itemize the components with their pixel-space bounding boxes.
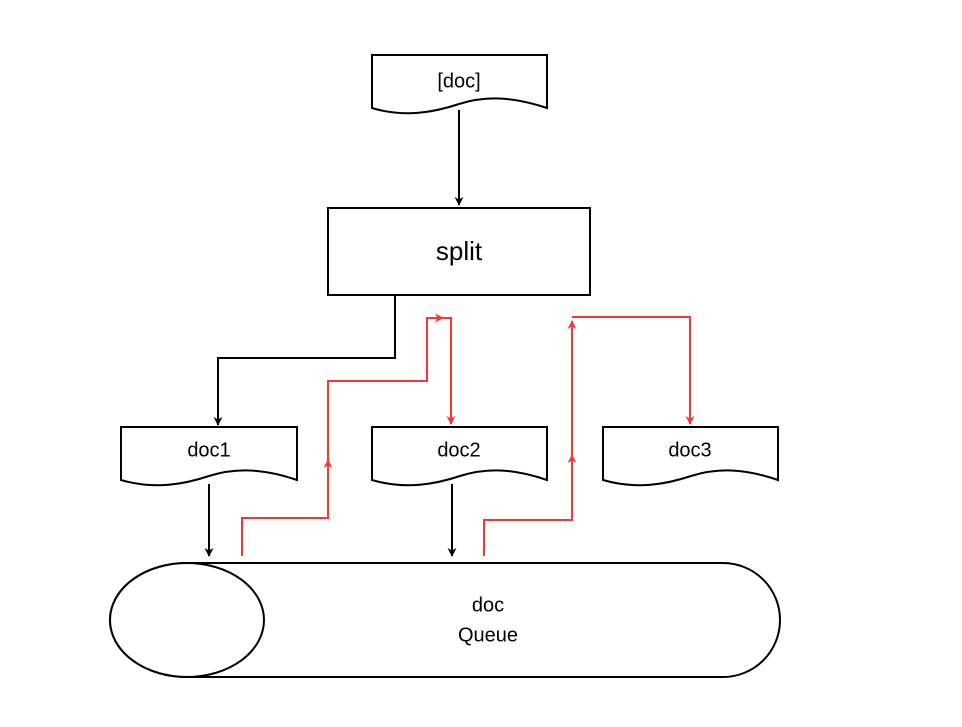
split-node: split — [327, 207, 591, 296]
doc2-shape — [371, 426, 548, 487]
red-arrow-queue-up-2 — [327, 313, 444, 462]
split-label: split — [436, 236, 483, 266]
queue-node: doc Queue — [109, 562, 781, 678]
queue-label-line1: doc — [472, 594, 504, 616]
doc1-label: doc1 — [187, 439, 230, 461]
doc3-node: doc3 — [602, 426, 779, 487]
queue-label-line2: Queue — [458, 624, 518, 646]
queue-end-cap — [109, 562, 265, 678]
doc2-label: doc2 — [437, 439, 480, 461]
split-box — [327, 207, 591, 296]
red-arrow-split-to-doc3 — [572, 316, 695, 425]
input-doc-node: [doc] — [371, 54, 548, 115]
input-doc-shape — [371, 54, 548, 115]
doc3-shape — [602, 426, 779, 487]
doc1-shape — [120, 426, 298, 487]
input-doc-label: [doc] — [437, 70, 480, 92]
doc2-node: doc2 — [371, 426, 548, 487]
red-arrow-queue-up-3 — [483, 454, 577, 556]
arrow-split-to-doc1 — [213, 295, 396, 426]
red-arrow-queue-up-1 — [241, 459, 333, 556]
red-arrow-split-to-doc2 — [443, 317, 456, 425]
doc1-node: doc1 — [120, 426, 298, 487]
doc3-label: doc3 — [668, 439, 711, 461]
